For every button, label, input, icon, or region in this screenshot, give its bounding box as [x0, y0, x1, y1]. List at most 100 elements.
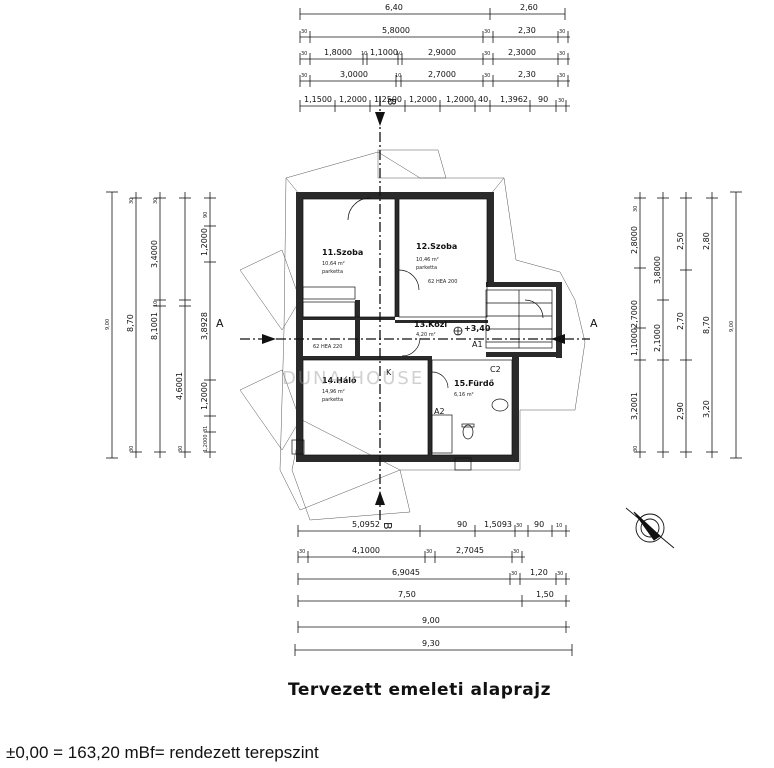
dim-label: 30 [484, 29, 490, 35]
dim-label: 10 [153, 301, 159, 307]
dim-label: 30 [178, 446, 184, 452]
dim-label: 6,40 [385, 3, 403, 12]
dim-label: 1,2000 [339, 95, 367, 104]
dim-label: 90 [457, 520, 467, 529]
dim-label: 31 [203, 426, 209, 432]
dim-label: 30 [484, 51, 490, 57]
walls [296, 192, 562, 462]
dim-label: 30 [559, 29, 565, 35]
dim-label: 3,2001 [630, 392, 639, 420]
dim-label: 3,8928 [200, 312, 209, 340]
dim-label: 10 [556, 523, 562, 529]
room-area: 10,46 m² [416, 257, 439, 263]
dim-label: 5,8000 [382, 26, 410, 35]
drawing-title: Tervezett emeleti alaprajz [288, 680, 551, 700]
dim-label: 1,5093 [484, 520, 512, 529]
room-area: 10,64 m² [322, 261, 345, 267]
dim-label: 8,1001 [150, 312, 159, 340]
dim-label: 30 [633, 446, 639, 452]
north-arrow-icon [625, 507, 675, 549]
dim-label: 1,1000 [370, 48, 398, 57]
dim-label: 30 [559, 51, 565, 57]
section-lines [240, 96, 590, 520]
right-dimension-chains [634, 191, 742, 459]
dim-label: 1,8000 [324, 48, 352, 57]
left-dimension-labels: 9,00 30 8,70 30 30 3,4000 10 8,1001 4,60… [105, 198, 209, 452]
dim-label: 30 [426, 549, 432, 555]
room-floor: parketta [322, 269, 343, 275]
dim-label: 10 [361, 51, 367, 57]
room-name: 15.Fürdő [454, 379, 495, 388]
fixture-label: K [386, 368, 392, 377]
dim-label: 90 [534, 520, 544, 529]
dim-label: 3,0000 [340, 70, 368, 79]
dim-label: 2,30 [518, 26, 536, 35]
section-marker-b-bottom: B [381, 522, 394, 530]
dim-label: 1,20 [530, 568, 548, 577]
dim-label: 30 [516, 523, 522, 529]
dim-label: 9,00 [105, 319, 111, 330]
dim-label: 40 [478, 95, 488, 104]
section-marker-b-top: B [385, 98, 398, 106]
dim-label: 30 [299, 549, 305, 555]
dim-label: 9,00 [729, 321, 735, 332]
right-dimension-labels: 30 2,8000 1,1000 2,7000 3,2001 30 3,8000… [630, 206, 735, 452]
room-floor: parketta [322, 397, 343, 403]
beam-label: 62 HEA 200 [428, 279, 457, 285]
section-marker-a-left: A [216, 317, 224, 330]
dim-label: 6,9045 [392, 568, 420, 577]
room-name: 13.Közl [414, 320, 447, 329]
dim-label: 3,4000 [150, 240, 159, 268]
dim-label: 5,0952 [352, 520, 380, 529]
dim-label: 30 [559, 73, 565, 79]
dim-label: 1,50 [536, 590, 554, 599]
fixture-label: A1 [472, 340, 483, 349]
fixture-labels: C2 A2 A1 K 62 HEA 220 62 HEA 200 [313, 279, 501, 416]
dim-label: 30 [558, 98, 564, 104]
dim-label: 2,70 [676, 312, 685, 330]
room-name: 11.Szoba [322, 248, 363, 257]
dim-label: 1,1500 [304, 95, 332, 104]
dim-label: 2,80 [702, 232, 711, 250]
dim-label: 2,9000 [428, 48, 456, 57]
section-arrows [262, 112, 565, 505]
dim-label: 2,50 [676, 232, 685, 250]
dim-label: 30 [484, 73, 490, 79]
bottom-dimension-chains [294, 525, 573, 656]
interior-lines [291, 197, 553, 471]
dim-label: 2,1000 [653, 324, 662, 352]
dim-label: 10 [395, 73, 401, 79]
dim-label: 1,2000 [446, 95, 474, 104]
dim-label: 7,50 [398, 590, 416, 599]
dim-label: 30 [301, 29, 307, 35]
level-value: +3,40 [464, 324, 491, 333]
bottom-dimension-labels: 5,0952 90 1,5093 30 90 10 30 4,1000 30 2… [299, 520, 563, 648]
dim-label: 1,3962 [500, 95, 528, 104]
dim-label: 2,8000 [630, 226, 639, 254]
room-name: 12.Szoba [416, 242, 457, 251]
level-marker: +3,40 [453, 324, 491, 336]
room-labels: 11.Szoba 10,64 m² parketta 12.Szoba 10,4… [322, 242, 495, 403]
dim-label: 1,2000 [200, 382, 209, 410]
left-dimension-chains [106, 191, 216, 459]
dim-label: 3,20 [702, 400, 711, 418]
dim-label: 30 [153, 198, 159, 204]
dim-label: 30 [129, 446, 135, 452]
dim-label: 3,8000 [653, 256, 662, 284]
dim-label: 2,90 [676, 402, 685, 420]
top-dimension-labels: 6,40 2,60 30 5,8000 30 2,30 30 30 1,8000… [301, 3, 565, 104]
dim-label: 30 [511, 571, 517, 577]
dim-label: 90 [538, 95, 548, 104]
fixture-label: A2 [434, 407, 445, 416]
dim-label: 1,2000 [409, 95, 437, 104]
dim-label: 2,7000 [428, 70, 456, 79]
dim-label: 1,1000 [630, 328, 639, 356]
dim-label: 10 [396, 51, 402, 57]
beam-label: 62 HEA 220 [313, 344, 342, 350]
dim-label: 9,00 [422, 616, 440, 625]
dim-label: 90 [203, 212, 209, 218]
dim-label: 30 [301, 73, 307, 79]
section-marker-a-right: A [590, 317, 598, 330]
watermark: DUNA HOUSE [282, 368, 425, 389]
